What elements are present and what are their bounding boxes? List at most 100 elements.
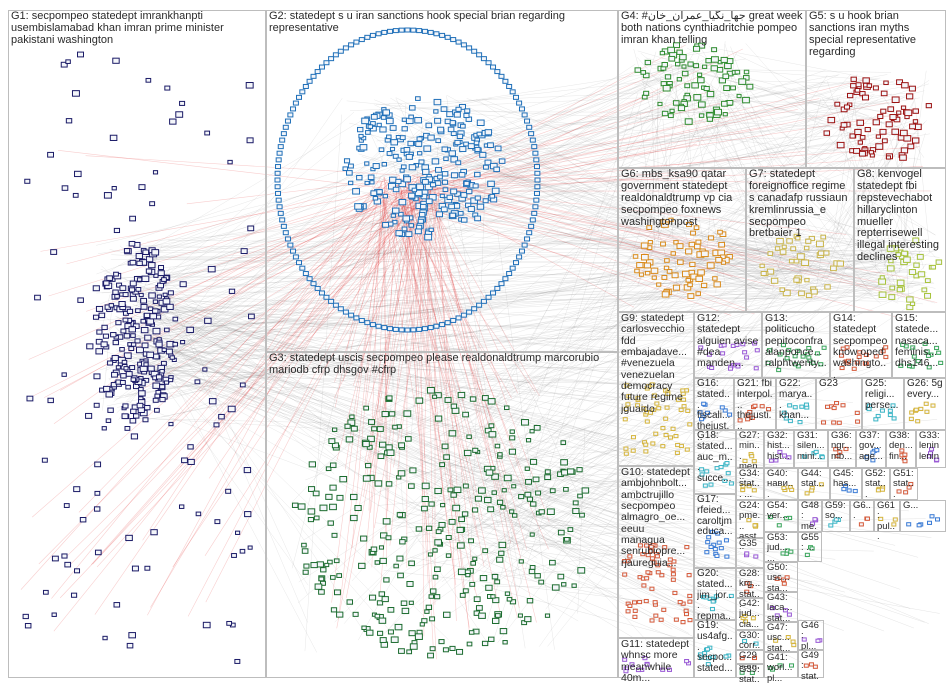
group-label-g29: G29 bbox=[739, 651, 757, 661]
group-box-g19: G19: us4afg... secpo... stated... bbox=[694, 620, 736, 678]
group-label-g9: G9: statedept carlosvecchio fdd embajada… bbox=[621, 313, 687, 415]
group-label-g42: G42: jud... cia... bbox=[739, 599, 760, 630]
group-label-g47: G47: usc... stat... bbox=[767, 623, 791, 654]
group-box-g30: G30: corr... sam... bbox=[736, 630, 764, 682]
group-label-g21: G21: fbi interpol... thejusti... bbox=[737, 379, 773, 433]
group-label-g49: G49: stat... bbox=[801, 651, 819, 688]
group-box-g35: G35 bbox=[736, 538, 764, 568]
group-label-g32: G32: hist... hist... bbox=[767, 431, 790, 462]
group-label-g6: G6: mbs_ksa90 qatar government statedept… bbox=[621, 169, 733, 228]
group-label-g38: G38: den... fin... bbox=[889, 431, 913, 462]
group-box-g2: G2: statedept s u iran sanctions hook sp… bbox=[266, 10, 618, 352]
group-box-g37: G37: gov... age... bbox=[856, 430, 886, 468]
group-box-g18: G18: stated... auc_m... succe... bbox=[694, 430, 736, 494]
group-box-g14: G14: statedept secpompeo know oped washi… bbox=[830, 312, 892, 380]
group-label-g17: G17: rfeied... caroltjm educa... bbox=[697, 495, 733, 538]
group-box-g5: G5: s u hook brian sanctions iran myths … bbox=[806, 10, 946, 168]
group-box-g54: G54: ver... bbox=[764, 500, 798, 532]
group-label-g45: G45: has... bbox=[833, 469, 857, 490]
group-box-g23: G23 bbox=[816, 378, 862, 430]
group-label-g61: G61: pul... bbox=[877, 501, 895, 542]
group-label-g44: G44: stat... bbox=[801, 469, 825, 490]
group-label-g8: G8: kenvogel statedept fbi repstevechabo… bbox=[857, 169, 939, 264]
group-label-g54: G54: ver... bbox=[767, 501, 788, 522]
group-label-g48: G48: me... bbox=[801, 501, 819, 542]
group-label-g4: G4: #جها_نگیا_عمران_خان great week both … bbox=[621, 11, 803, 46]
group-label-g20: G20: stated... jim_jor... repma... bbox=[697, 569, 733, 633]
group-label-g15: G15: statede... nasaca... feminis... dhs… bbox=[895, 313, 939, 370]
group-box-g50: G50: usc... sta... bbox=[764, 562, 798, 594]
group-label-g16: G16: stated... fiscali... thejust... bbox=[697, 379, 731, 443]
group-box-g41: G41: worl... pl... bbox=[764, 652, 798, 683]
group-label-g50: G50: usc... sta... bbox=[767, 563, 790, 594]
group-box-g26: G26: 5g every... bbox=[904, 378, 946, 430]
group-box-g55: G55: ... bbox=[798, 532, 822, 562]
group-box-g48: G48: me... bbox=[798, 500, 822, 541]
group-label-g9x: G... bbox=[903, 501, 919, 511]
group-box-g7: G7: statedept foreignoffice regime s can… bbox=[746, 168, 854, 312]
group-box-g34: G34: stat... ... bbox=[736, 468, 764, 500]
group-box-g25: G25: religi... perse... bbox=[862, 378, 904, 430]
group-box-g16: G16: stated... fiscali... thejust... bbox=[694, 378, 734, 443]
group-label-g31: G31: silen... mini... bbox=[797, 431, 825, 462]
group-box-g31: G31: silen... mini... bbox=[794, 430, 828, 468]
group-label-g2: G2: statedept s u iran sanctions hook sp… bbox=[269, 11, 565, 34]
group-label-g11: G11: statedept whnsc more meanwhile 40m.… bbox=[621, 639, 690, 684]
group-box-g42: G42: jud... cia... bbox=[736, 598, 764, 630]
group-label-g37: G37: gov... age... bbox=[859, 431, 883, 462]
group-label-g51: G51: stat... bbox=[893, 469, 914, 500]
group-box-g51: G51: stat... bbox=[890, 468, 918, 500]
group-label-g18: G18: stated... auc_m... succe... bbox=[697, 431, 733, 485]
group-label-g52: G52: stat... bbox=[865, 469, 886, 500]
edge-layer bbox=[20, 40, 940, 665]
group-box-g32: G32: hist... hist... bbox=[764, 430, 794, 468]
group-box-g20: G20: stated... jim_jor... repma... bbox=[694, 568, 736, 633]
group-label-g39: G39: stat... real... bbox=[739, 665, 760, 688]
group-label-g35: G35 bbox=[739, 539, 757, 549]
group-label-g41: G41: worl... pl... bbox=[767, 653, 793, 684]
group-label-g10: G10: statedept ambjohnbolt... ambctrujil… bbox=[621, 467, 690, 569]
group-box-g27: G27: min... men... bbox=[736, 430, 764, 482]
group-label-g26: G26: 5g every... bbox=[907, 379, 943, 400]
group-box-g9x: G... bbox=[900, 500, 946, 532]
group-label-g36: G36: ngr... mb... bbox=[831, 431, 853, 462]
group-box-g10: G10: statedept ambjohnbolt... ambctrujil… bbox=[618, 466, 694, 638]
group-box-g43: G43: laca... stat... bbox=[764, 592, 798, 624]
group-box-g40: G40: нави... bbox=[764, 468, 798, 500]
group-box-g45: G45: has... bbox=[830, 468, 862, 500]
group-box-g44: G44: stat... bbox=[798, 468, 830, 500]
group-box-g6x: G6... bbox=[850, 500, 874, 532]
group-box-g29: G29 bbox=[736, 650, 764, 664]
group-label-g3: G3: statedept uscis secpompeo please rea… bbox=[269, 353, 600, 376]
group-box-g49: G49: stat... bbox=[798, 650, 824, 688]
group-label-g6x: G6... bbox=[853, 501, 871, 522]
group-label-g46: G46: pl... bbox=[801, 621, 819, 652]
group-box-g59: G59: so... bbox=[822, 500, 850, 532]
group-label-g22: G22: marya... khan... bbox=[779, 379, 813, 422]
group-label-g24: G24: pme... asst... bbox=[739, 501, 761, 552]
group-label-g23: G23 bbox=[819, 379, 838, 389]
group-box-g38: G38: den... fin... bbox=[886, 430, 916, 468]
group-box-g24: G24: pme... asst... bbox=[736, 500, 764, 552]
group-box-g28: G28: krg... stat... bbox=[736, 568, 764, 609]
group-box-g46: G46: pl... bbox=[798, 620, 824, 652]
group-label-g1: G1: secpompeo statedept imrankhanpti use… bbox=[11, 11, 224, 46]
group-box-g4: G4: #جها_نگیا_عمران_خان great week both … bbox=[618, 10, 806, 168]
group-label-g40: G40: нави... bbox=[767, 469, 794, 500]
group-box-g53: G53: jud... ... bbox=[764, 532, 798, 564]
group-box-g39: G39: stat... real... bbox=[736, 664, 764, 688]
group-label-g25: G25: religi... perse... bbox=[865, 379, 899, 411]
group-box-g8: G8: kenvogel statedept fbi repstevechabo… bbox=[854, 168, 946, 312]
node-layer bbox=[22, 27, 944, 675]
group-box-g17: G17: rfeied... caroltjm educa... bbox=[694, 494, 736, 568]
group-label-g43: G43: laca... stat... bbox=[767, 593, 793, 624]
group-label-g27: G27: min... men... bbox=[739, 431, 761, 482]
group-label-g34: G34: stat... ... bbox=[739, 469, 760, 500]
group-label-g19: G19: us4afg... secpo... stated... bbox=[697, 621, 733, 675]
group-label-g33: G33: lenin lenin bbox=[919, 431, 940, 462]
group-label-g55: G55: ... bbox=[801, 533, 819, 554]
group-box-g15: G15: statede... nasaca... feminis... dhs… bbox=[892, 312, 946, 378]
group-label-g53: G53: jud... ... bbox=[767, 533, 788, 564]
group-box-g9: G9: statedept carlosvecchio fdd embajada… bbox=[618, 312, 694, 466]
